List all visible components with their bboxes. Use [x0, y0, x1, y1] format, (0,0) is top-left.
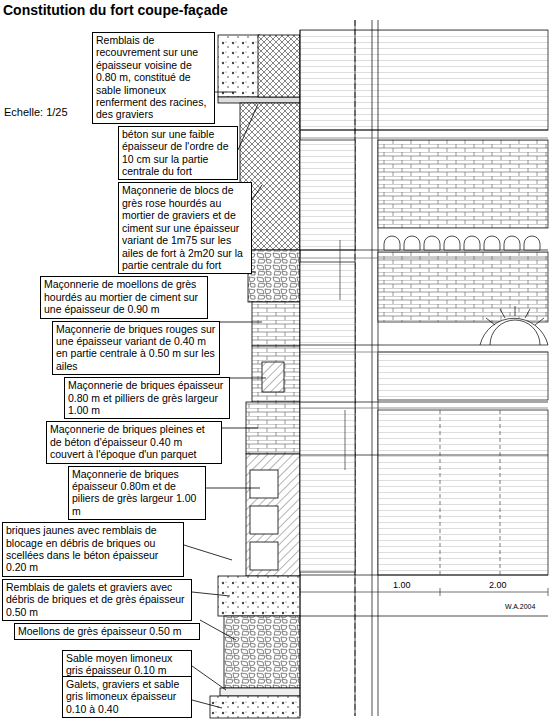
dimension: 2.00 [488, 580, 508, 590]
callout-box: briques jaunes avec remblais de blocage … [2, 522, 184, 577]
callout-box: Galets, graviers et sable gris limoneux … [62, 676, 192, 718]
callout-box: Maçonnerie de blocs de grès rose hourdés… [118, 182, 252, 274]
arch [384, 236, 400, 250]
callout-text: Sable moyen limoneux gris épaisseur 0.10… [66, 652, 188, 677]
callout-text: Maçonnerie de blocs de grès rose hourdés… [122, 184, 248, 271]
callout-text: Maçonnerie de briques épaisseur 0.80m et… [72, 468, 202, 518]
callout-box: Maçonnerie de briques pleines et de béto… [46, 421, 222, 463]
arch [404, 236, 420, 250]
callout-text: béton sur une faible épaisseur de l'ordr… [122, 128, 234, 178]
callout-text: Moellons de grès épaisseur 0.50 m [18, 625, 196, 637]
callout-box: Moellons de grès épaisseur 0.50 m [14, 623, 200, 640]
arch [464, 236, 480, 250]
arch [424, 236, 440, 250]
callout-box: Maçonnerie de briques épaisseur 0.80m et… [68, 466, 206, 521]
facade-elevation [300, 20, 548, 716]
title: Constitution du fort coupe-façade [3, 2, 228, 18]
callout-box: béton sur une faible épaisseur de l'ordr… [118, 126, 238, 181]
arch [504, 236, 520, 250]
callout-text: Remblais de galets et graviers avec débr… [6, 581, 188, 618]
callout-box: Remblais de recouvrement sur une épaisse… [92, 32, 215, 124]
callout-text: briques jaunes avec remblais de blocage … [6, 524, 180, 574]
arch [484, 236, 500, 250]
callout-box: Remblais de galets et graviers avec débr… [2, 579, 192, 621]
callout-text: Galets, graviers et sable gris limoneux … [66, 678, 188, 715]
dimension: 1.00 [392, 580, 412, 590]
arch [444, 236, 460, 250]
callout-text: Maçonnerie de briques pleines et de béto… [50, 423, 218, 460]
callout-box: Maçonnerie de moellons de grès hourdés a… [40, 276, 208, 318]
scale-label: Echelle: 1/25 [3, 106, 69, 118]
watermark: W.A.2004 [504, 603, 536, 610]
callout-text: Maçonnerie de moellons de grès hourdés a… [44, 278, 204, 315]
arch [524, 236, 540, 250]
callout-text: Maçonnerie de briques rouges sur une épa… [56, 323, 216, 373]
callout-text: Maçonnerie de briques épaisseur 0.80 m e… [68, 379, 226, 416]
arch-row [384, 236, 540, 250]
callout-box: Maçonnerie de briques rouges sur une épa… [52, 321, 220, 376]
callout-box: Maçonnerie de briques épaisseur 0.80 m e… [64, 377, 230, 419]
callout-text: Remblais de recouvrement sur une épaisse… [96, 34, 211, 121]
